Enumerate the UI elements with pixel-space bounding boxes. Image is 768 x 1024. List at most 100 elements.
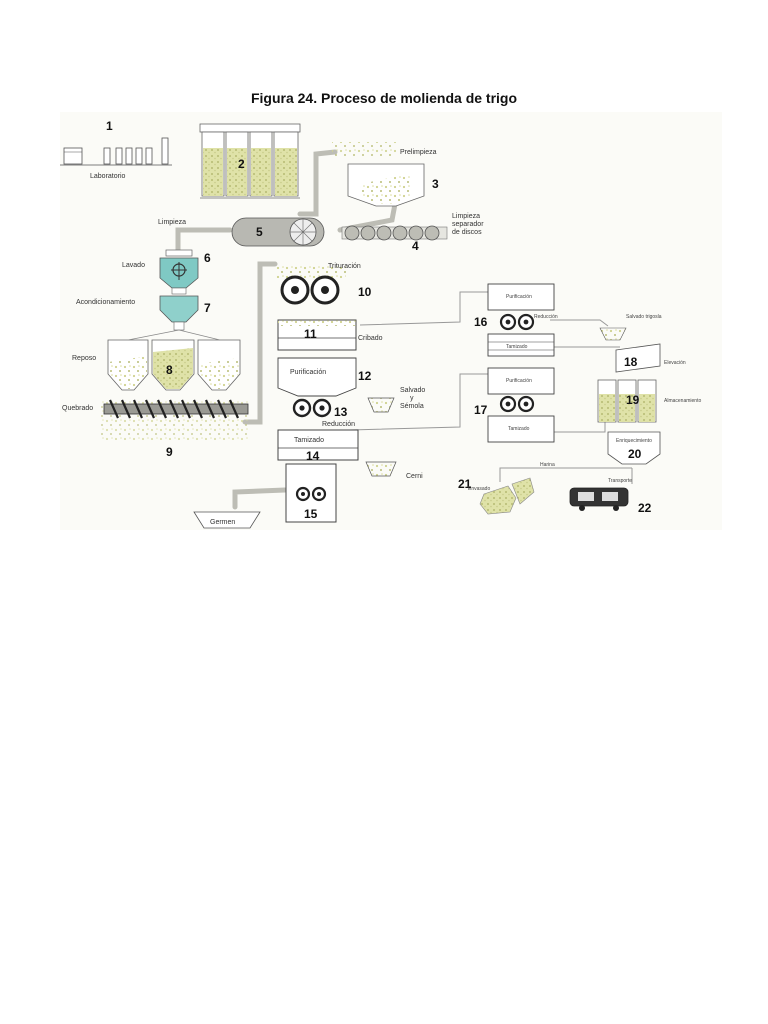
step-2-number: 2	[238, 157, 245, 171]
step-14-sieving: Tamizado 14	[278, 430, 358, 463]
step-3-prelimpieza: Prelimpieza 3	[332, 142, 439, 206]
step-18-label: Elevación	[664, 360, 686, 366]
lab-tube	[162, 138, 168, 164]
step-16-number: 16	[474, 315, 488, 329]
reduction-small-label: Reducción	[534, 314, 558, 320]
step-22-number: 22	[638, 501, 652, 515]
disc	[345, 226, 359, 240]
diagram-frame: 1 Laboratorio 2 Prelimpieza 3 4 Limpieza…	[60, 112, 722, 530]
figure-title: Figura 24. Proceso de molienda de trigo	[0, 90, 768, 106]
step-7-number: 7	[204, 301, 211, 315]
elevation-bin	[616, 344, 660, 372]
pipe-15-to-germen	[235, 490, 285, 507]
disc	[361, 226, 375, 240]
lab-tube	[116, 148, 122, 164]
step-1-laboratory: 1 Laboratorio	[60, 119, 172, 180]
step-10-number: 10	[358, 285, 372, 299]
step-13-label: Reducción	[322, 421, 355, 428]
step-17-purifier: Purificación 17 Tamizado	[474, 368, 554, 442]
step-17-label: Purificación	[506, 378, 532, 384]
step-20-label: Enriquecimiento	[616, 438, 652, 444]
lab-tube	[126, 148, 132, 164]
lab-tube	[146, 148, 152, 164]
step-4-disc-separator: 4 Limpieza separador de discos	[342, 213, 484, 253]
step-3-label: Prelimpieza	[400, 149, 437, 156]
step-6-washer: Lavado 6	[122, 250, 211, 288]
step-15-number: 15	[304, 507, 318, 521]
disc	[377, 226, 391, 240]
step-16-purifier: Purificación 16 Reducción Tamizado	[474, 284, 558, 356]
step-6-label: Lavado	[122, 262, 145, 269]
step-5-label: Limpieza	[158, 219, 186, 226]
step-22-transport: Transporte 22	[570, 478, 652, 515]
step-9-number: 9	[166, 445, 173, 459]
step-17-number: 17	[474, 403, 488, 417]
silo-fill	[251, 148, 271, 196]
pipe-5-to-6	[178, 230, 230, 252]
silo-fill	[275, 148, 297, 196]
step-10-crushing-rolls: Trituración 10	[276, 263, 372, 303]
step-8-label: Reposo	[72, 355, 96, 362]
step-1-label: Laboratorio	[90, 173, 126, 180]
harina-label: Harina	[540, 462, 555, 468]
tamizado-16-label: Tamizado	[506, 344, 528, 350]
silo-fill	[227, 148, 247, 196]
cerni-label: Cerni	[406, 473, 423, 480]
step-10-label: Trituración	[328, 263, 361, 270]
step-8-resting-bins: Reposo 8	[72, 330, 240, 390]
disc	[409, 226, 423, 240]
step-20-enrichment: Enriquecimiento 20	[608, 432, 660, 464]
step-3-number: 3	[432, 177, 439, 191]
step-19-number: 19	[626, 393, 640, 407]
purifier-box	[278, 358, 356, 396]
tamizado-17-label: Tamizado	[508, 426, 530, 432]
step-1-number: 1	[106, 119, 113, 133]
step-7-label: Acondicionamiento	[76, 299, 135, 306]
step-8-number: 8	[166, 363, 173, 377]
step-12-number: 12	[358, 369, 372, 383]
step-12-label: Purificación	[290, 369, 326, 376]
step-14-label: Tamizado	[294, 437, 324, 444]
salvado-label-a: Salvado	[400, 387, 425, 394]
bran-small-tray: Salvado trigosla	[600, 314, 662, 340]
step-20-number: 20	[628, 447, 642, 461]
silo-fill	[203, 148, 223, 196]
step-18-number: 18	[624, 355, 638, 369]
step-6-number: 6	[204, 251, 211, 265]
germ-tray: Germen	[194, 512, 260, 528]
step-9-label: Quebrado	[62, 405, 93, 412]
step-12-purifier: Purificación 12	[278, 358, 372, 396]
transport-label: Transporte	[608, 478, 632, 484]
step-21-bagging: 21 Envasado	[458, 477, 534, 514]
line-17-to-19	[550, 402, 605, 432]
salvado-label-b: y	[410, 395, 414, 402]
milling-process-diagram: 1 Laboratorio 2 Prelimpieza 3 4 Limpieza…	[60, 112, 722, 530]
lab-tube	[136, 148, 142, 164]
step-5-number: 5	[256, 225, 263, 239]
step-19-storage-silos: 19 Almacenamiento	[598, 380, 701, 422]
step-14-number: 14	[306, 449, 320, 463]
disc	[393, 226, 407, 240]
step-18-elevation-bin: 18 Elevación	[616, 344, 686, 372]
line-16-salvado	[550, 320, 608, 326]
step-11-label: Cribado	[358, 335, 383, 342]
step-13-reduction-rolls: 13 Reducción	[294, 400, 355, 428]
salvado-label-c: Sémola	[400, 403, 424, 410]
step-16-label: Purificación	[506, 294, 532, 300]
step-19-label: Almacenamiento	[664, 398, 701, 404]
line-11-to-16	[360, 292, 488, 325]
step-21-label: Envasado	[468, 486, 490, 492]
step-13-number: 13	[334, 405, 348, 419]
pipe-9-to-10	[245, 264, 275, 422]
lab-box	[64, 148, 82, 164]
disc	[425, 226, 439, 240]
step-2-silos: 2	[200, 124, 300, 198]
salvado-small-label: Salvado trigosla	[626, 314, 662, 320]
pipe-silo-to-prelimpieza	[300, 152, 335, 214]
limpieza-label-b: separador	[452, 221, 484, 228]
bran-semolina-tray: Salvado y Sémola	[368, 387, 425, 412]
conditioner-body	[160, 296, 198, 322]
step-15-final-rolls: 15	[286, 464, 336, 522]
cerni-tray: Cerni	[366, 462, 423, 480]
step-11-number: 11	[304, 327, 317, 341]
